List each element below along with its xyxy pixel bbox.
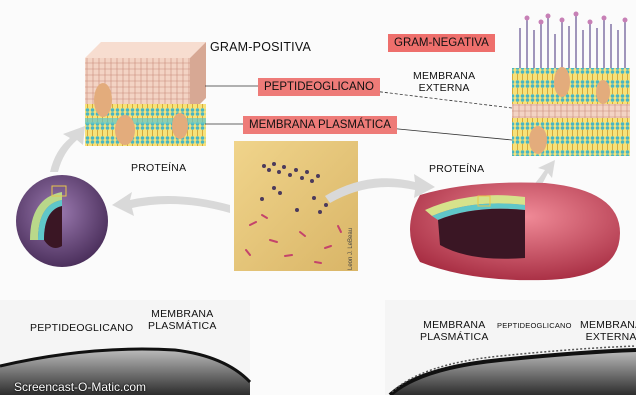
em-right-plasma-label: MEMBRANA PLASMÁTICA bbox=[420, 319, 489, 343]
protein-label-right: PROTEÍNA bbox=[429, 163, 484, 175]
outer-membrane-label: MEMBRANA EXTERNA bbox=[413, 70, 475, 94]
gram-negative-cell bbox=[410, 183, 620, 281]
gram-negative-wall bbox=[512, 12, 630, 157]
em-right-peptidoglycan-label: PEPTIDEOGLICANO bbox=[497, 321, 572, 330]
em-left-plasma-label: MEMBRANA PLASMÁTICA bbox=[148, 308, 217, 332]
micrograph-credit: Leon J. LeBeau bbox=[348, 228, 354, 270]
protein-label-left: PROTEÍNA bbox=[131, 162, 186, 174]
em-left-peptidoglycan-label: PEPTIDEOGLICANO bbox=[30, 322, 133, 334]
screencast-watermark: Screencast-O-Matic.com bbox=[14, 380, 146, 394]
gram-positive-title: GRAM-POSITIVA bbox=[210, 40, 311, 54]
em-right-outer-label: MEMBRANA EXTERNA bbox=[580, 319, 636, 343]
gram-positive-wall bbox=[85, 42, 206, 146]
peptidoglycan-tag: PEPTIDEOGLICANO bbox=[258, 78, 380, 96]
gram-negative-title: GRAM-NEGATIVA bbox=[388, 34, 495, 52]
gram-positive-cell bbox=[16, 175, 108, 267]
gram-stain-micrograph bbox=[234, 141, 358, 271]
plasma-membrane-tag: MEMBRANA PLASMÁTICA bbox=[243, 116, 397, 134]
em-micrograph-right bbox=[385, 300, 636, 395]
lps-chains bbox=[520, 14, 625, 70]
